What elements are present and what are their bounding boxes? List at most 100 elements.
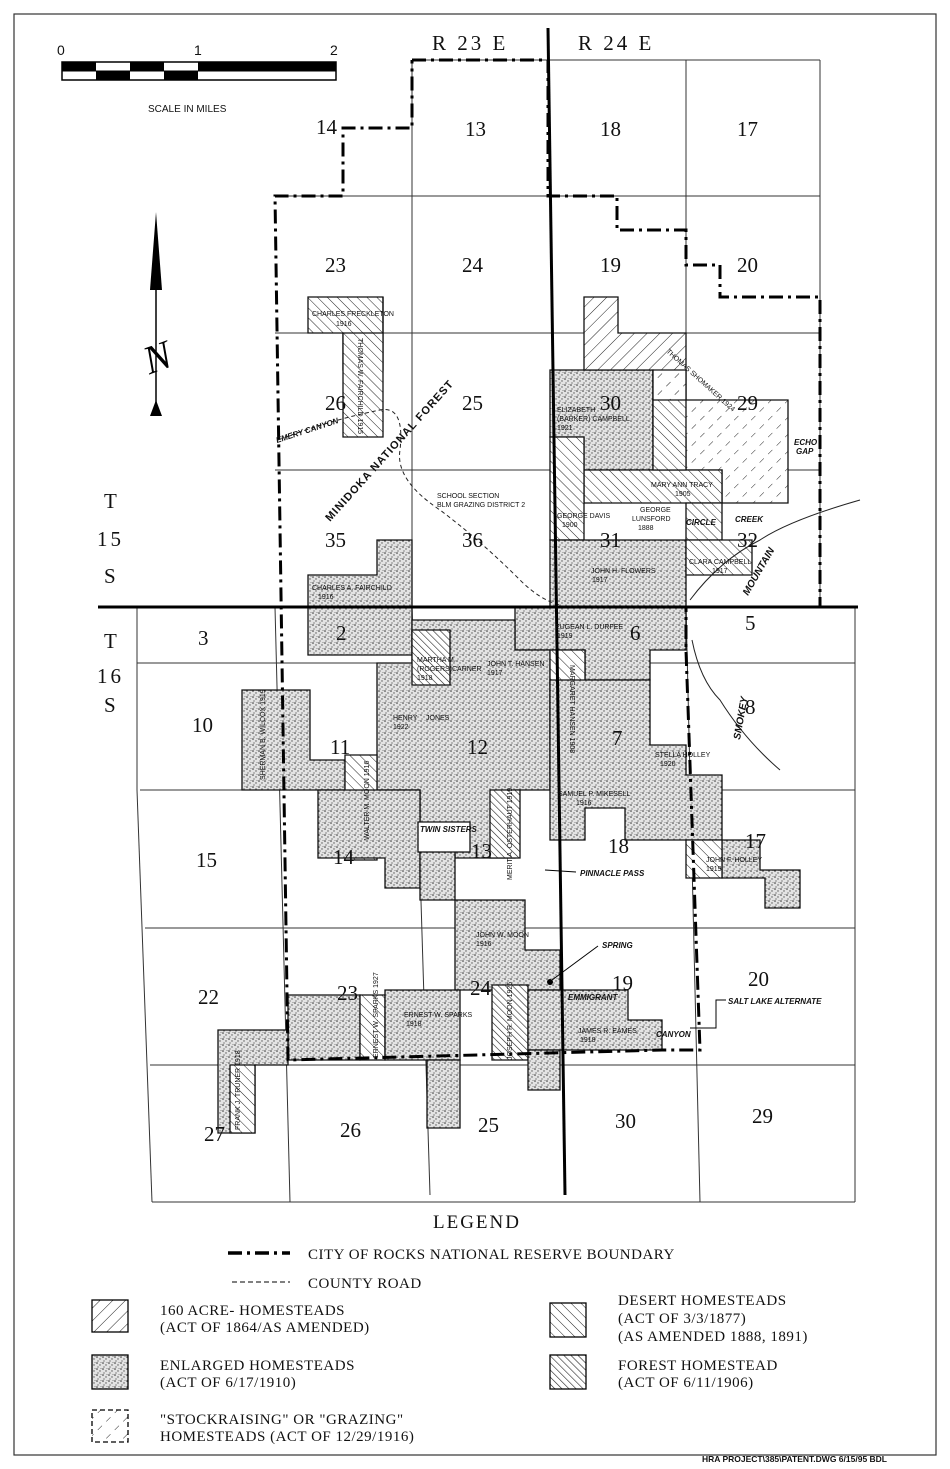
label-salt: SALT LAKE ALTERNATE	[728, 997, 822, 1006]
legend-desert-2: (ACT OF 3/3/1877)	[618, 1311, 746, 1327]
label-hansen: JOHN T. HANSEN	[487, 661, 544, 668]
north-arrow-icon: N	[136, 212, 180, 416]
county-road	[277, 409, 561, 606]
sec-b14: 14	[333, 845, 355, 869]
spring-leader	[551, 945, 599, 981]
legend-stock-1: "STOCKRAISING" OR "GRAZING"	[160, 1412, 404, 1428]
label-pinnacle: PINNACLE PASS	[580, 869, 645, 878]
legend: LEGEND CITY OF ROCKS NATIONAL RESERVE BO…	[91, 1212, 807, 1445]
label-cafairchild: CHARLES A. FAIRCHILD	[312, 585, 392, 592]
parcel-truner-desert	[229, 1064, 256, 1134]
label-jmoon-yr: 1916	[476, 941, 492, 948]
label-emigrant: EMMIGRANT	[568, 993, 618, 1002]
sec-b8: 8	[745, 695, 756, 719]
label-elizabeth: ELIZABETH	[557, 407, 595, 414]
label-holley1-yr: 1920	[660, 761, 676, 768]
parcel-holley	[721, 839, 801, 909]
label-jones: JONES	[426, 715, 450, 722]
label-henry: HENRY	[393, 715, 418, 722]
sec-b3: 3	[198, 626, 209, 650]
sec-23: 23	[325, 253, 346, 277]
legend-enlarged-1: ENLARGED HOMESTEADS	[160, 1358, 355, 1374]
label-clara: CLARA CAMPBELL	[689, 559, 751, 566]
scale-bar: 0 1 2 SCALE IN MILES	[57, 42, 338, 115]
parcel-osterhaut	[489, 789, 521, 859]
sec-b26: 26	[340, 1118, 361, 1142]
legend-forest-swatch	[549, 1354, 587, 1390]
sec-b23: 23	[337, 981, 358, 1005]
sec-b18: 18	[608, 834, 629, 858]
label-wmoon: WALTER M. MOON 1916	[364, 761, 371, 840]
legend-forest-1: FOREST HOMESTEAD	[618, 1358, 778, 1374]
legend-160-swatch	[91, 1299, 129, 1333]
sec-b17: 17	[745, 829, 766, 853]
label-lunsford-2: LUNSFORD	[632, 516, 671, 523]
parcel-clara	[685, 539, 753, 576]
scale-label: SCALE IN MILES	[148, 104, 227, 115]
sec-b11: 11	[330, 735, 350, 759]
legend-enlarged-swatch	[91, 1354, 129, 1390]
legend-160-1: 160 ACRE- HOMESTEADS	[160, 1303, 345, 1319]
parcel-twin	[417, 821, 471, 853]
label-spring: SPRING	[602, 941, 633, 950]
label-canyon: CANYON	[656, 1030, 691, 1039]
t15-n: 15	[97, 527, 124, 551]
spring-marker	[547, 979, 553, 985]
range-24: R 24 E	[578, 31, 654, 55]
label-mikesell-yr: 1916	[576, 800, 592, 807]
range-23: R 23 E	[432, 31, 508, 55]
creek-line-2	[691, 639, 781, 771]
label-clara-yr: 1917	[712, 568, 728, 575]
t15-t: T	[104, 489, 120, 513]
label-elizabeth-2: (BARKER) CAMPBELL	[557, 416, 630, 423]
label-holley2-yr: 1919	[706, 866, 722, 873]
label-school: SCHOOL SECTION	[437, 493, 499, 500]
label-lunsford-3: 1888	[638, 525, 654, 532]
parcel-carner	[411, 629, 451, 686]
label-eames-yr: 1918	[580, 1037, 596, 1044]
section-numbers: 14 13 18 17 23 24 19 20 26 25 30 29 35 3…	[192, 115, 773, 1146]
label-school-2: BLM GRAZING DISTRICT 2	[437, 502, 525, 509]
sec-b12: 12	[467, 735, 488, 759]
label-tracy: MARY ANN TRACY	[651, 482, 713, 489]
sec-19: 19	[600, 253, 621, 277]
sec-b25: 25	[478, 1113, 499, 1137]
label-truner: FRANK J. TRUNER 1918	[235, 1050, 242, 1130]
sec-b22: 22	[198, 985, 219, 1009]
sec-b15: 15	[196, 848, 217, 872]
sec-36: 36	[462, 528, 483, 552]
label-freckleton-yr: 1916	[336, 321, 352, 328]
label-jrmoon: JOSEPH R. MOON 1925	[507, 982, 514, 1060]
sec-31: 31	[600, 528, 621, 552]
sec-13: 13	[465, 117, 486, 141]
label-holley2: JOHN F. HOLLEY	[706, 857, 762, 864]
legend-enlarged-2: (ACT OF 6/17/1910)	[160, 1375, 296, 1391]
label-carner: MARTHA M.	[417, 657, 456, 664]
label-twin: TWIN SISTERS	[420, 825, 478, 834]
t15-s: S	[104, 564, 119, 588]
label-davis-yr: 1900	[562, 522, 578, 529]
sec-20: 20	[737, 253, 758, 277]
label-ewsparks: ERNEST W. SPARKS	[404, 1012, 473, 1019]
sec-24: 24	[462, 253, 484, 277]
legend-160-2: (ACT OF 1864/AS AMENDED)	[160, 1320, 370, 1336]
t16-t: T	[104, 629, 120, 653]
sec-b13: 13	[471, 839, 492, 863]
sec-18: 18	[600, 117, 621, 141]
parcel-sec14	[317, 789, 421, 889]
sec-17: 17	[737, 117, 758, 141]
sec-29: 29	[737, 391, 758, 415]
label-carner-3: 1918	[417, 675, 433, 682]
label-eames: JAMES R. EAMES	[578, 1028, 637, 1035]
label-creek: CREEK	[735, 515, 764, 524]
label-davis: GEORGE DAVIS	[557, 513, 610, 520]
legend-stock-2: HOMESTEADS (ACT OF 12/29/1916)	[160, 1429, 414, 1445]
scale-tick-1: 1	[194, 42, 202, 58]
sec-26: 26	[325, 391, 346, 415]
t16-n: 16	[97, 664, 124, 688]
label-durfee: EUGEAN L. DURFEE	[555, 624, 623, 631]
legend-stock-swatch	[91, 1409, 129, 1443]
pinnacle-leader	[544, 869, 577, 873]
sec-b7: 7	[612, 726, 623, 750]
